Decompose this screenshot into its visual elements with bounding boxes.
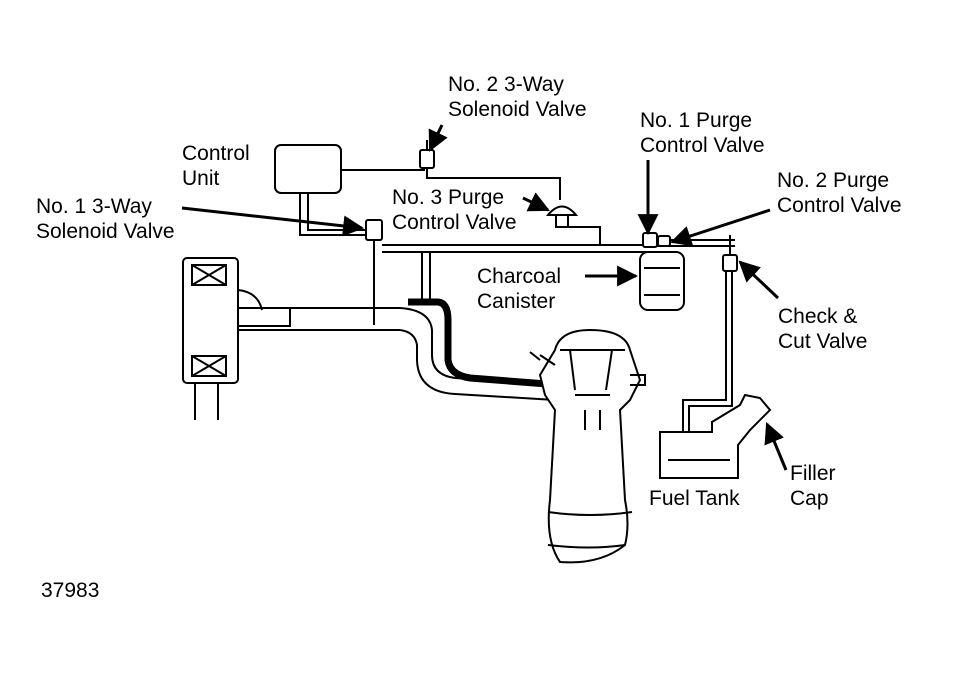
- no1-purge-control-valve: [642, 232, 658, 248]
- fuel-tank: [659, 393, 772, 479]
- check-cut-valve-label: Check &Cut Valve: [778, 305, 868, 353]
- no2-purge-control-valve: [657, 235, 671, 247]
- purge-hose: [408, 298, 561, 389]
- engine: [529, 328, 646, 564]
- throttle-body: [182, 257, 263, 420]
- fuel-tank-label: Fuel Tank: [649, 487, 740, 510]
- intake-duct: [237, 307, 561, 401]
- control-unit: [274, 144, 425, 236]
- charcoal-canister: [639, 251, 685, 311]
- check-cut-valve: [682, 235, 738, 432]
- leader-lines: [181, 124, 788, 471]
- no2-3way-solenoid-valve: [419, 140, 561, 200]
- no1-3way-solenoid-valve: [365, 219, 383, 325]
- figure-number: 37983: [41, 579, 100, 602]
- no3-purge-control-valve: [545, 205, 579, 228]
